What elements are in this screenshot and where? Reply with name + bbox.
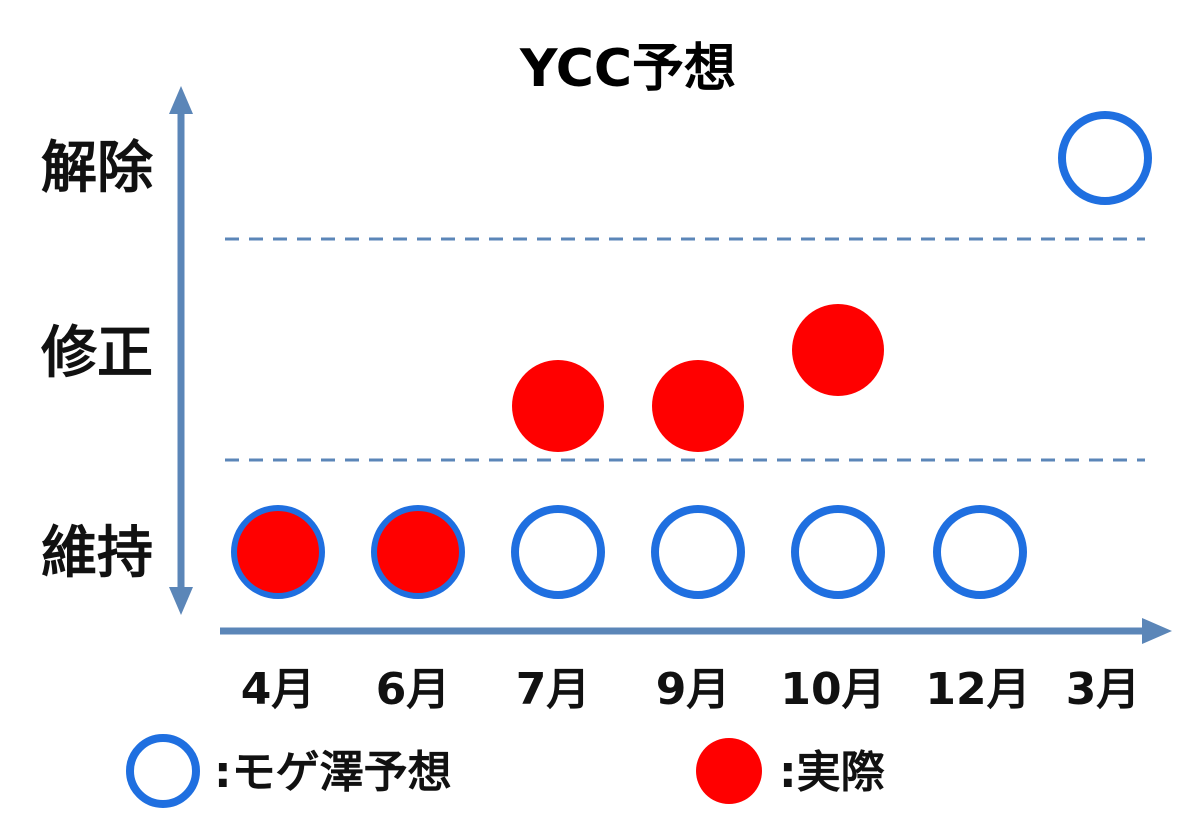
forecast-point	[651, 505, 745, 599]
actual-point	[237, 511, 319, 593]
legend-actual-marker	[696, 738, 762, 804]
x-tick-label: 7月	[516, 664, 591, 715]
y-axis	[169, 86, 193, 615]
forecast-point	[1058, 111, 1152, 205]
x-tick-label: 9月	[656, 664, 731, 715]
forecast-point	[933, 505, 1027, 599]
forecast-point	[791, 505, 885, 599]
actual-point	[377, 511, 459, 593]
forecast-point	[511, 505, 605, 599]
forecast-point	[371, 505, 465, 599]
x-tick-label: 3月	[1066, 664, 1141, 715]
actual-point	[652, 360, 744, 452]
chart-title: YCC予想	[519, 39, 736, 99]
series-forecast	[231, 111, 1152, 599]
legend-actual-label: :実際	[779, 747, 885, 798]
x-axis	[220, 618, 1172, 644]
series-actual	[237, 304, 884, 593]
forecast-point	[231, 505, 325, 599]
y-axis-arrow-down-icon	[169, 587, 193, 615]
y-tick-label: 維持	[41, 521, 153, 586]
x-tick-label: 10月	[780, 664, 885, 715]
legend-forecast-marker	[126, 734, 200, 808]
legend-forecast-label: :モゲ澤予想	[214, 747, 452, 798]
actual-point	[792, 304, 884, 396]
y-tick-label: 修正	[41, 321, 153, 386]
y-tick-label: 解除	[41, 136, 154, 201]
x-tick-label: 6月	[376, 664, 451, 715]
x-tick-labels: 4月 6月 7月 9月 10月 12月 3月	[241, 664, 1141, 715]
x-tick-label: 4月	[241, 664, 316, 715]
legend: :モゲ澤予想 :実際	[126, 734, 885, 808]
actual-point	[512, 360, 604, 452]
x-axis-arrow-right-icon	[1142, 618, 1172, 644]
x-tick-label: 12月	[925, 664, 1030, 715]
y-axis-arrow-up-icon	[169, 86, 193, 114]
